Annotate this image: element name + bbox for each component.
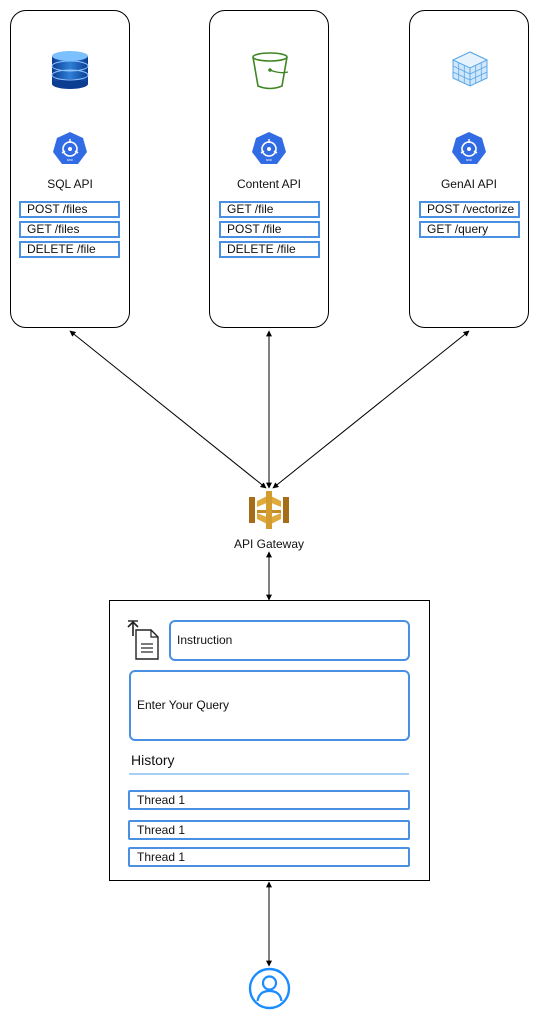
kubernetes-service-icon: svc [452, 132, 486, 164]
history-thread-item[interactable]: Thread 1 [128, 790, 410, 810]
history-divider [129, 773, 409, 775]
s3-bucket-icon [252, 52, 289, 90]
genai-api-title: GenAI API [440, 177, 498, 191]
api-gateway-icon [249, 491, 289, 529]
endpoint-delete-file: DELETE /file [219, 241, 320, 258]
endpoint-get-file: GET /file [219, 201, 320, 218]
history-thread-item[interactable]: Thread 1 [128, 847, 410, 867]
endpoint-post-file: POST /file [219, 221, 320, 238]
query-input[interactable]: Enter Your Query [129, 670, 410, 741]
kubernetes-service-icon: svc [252, 132, 286, 164]
user-icon [248, 967, 291, 1010]
endpoint-post-files: POST /files [19, 201, 120, 218]
endpoint-delete-file: DELETE /file [19, 241, 120, 258]
sql-gateway-connector [69, 330, 267, 489]
kubernetes-service-icon: svc [53, 132, 87, 164]
svg-text:svc: svc [67, 157, 73, 162]
history-thread-item[interactable]: Thread 1 [128, 820, 410, 840]
svg-text:svc: svc [466, 157, 472, 162]
endpoint-get-query: GET /query [419, 221, 520, 238]
database-icon [51, 51, 89, 89]
upload-document-icon [127, 620, 159, 660]
content-api-service [209, 10, 329, 328]
endpoint-get-files: GET /files [19, 221, 120, 238]
svg-text:svc: svc [266, 157, 272, 162]
vector-store-icon [451, 51, 489, 87]
instruction-field[interactable]: Instruction [169, 620, 410, 661]
history-heading: History [131, 752, 175, 768]
genai-gateway-connector [272, 330, 470, 489]
content-api-title: Content API [236, 177, 302, 191]
sql-api-title: SQL API [47, 177, 93, 191]
api-gateway-label: API Gateway [233, 537, 305, 551]
endpoint-post-vectorize: POST /vectorize [419, 201, 520, 218]
